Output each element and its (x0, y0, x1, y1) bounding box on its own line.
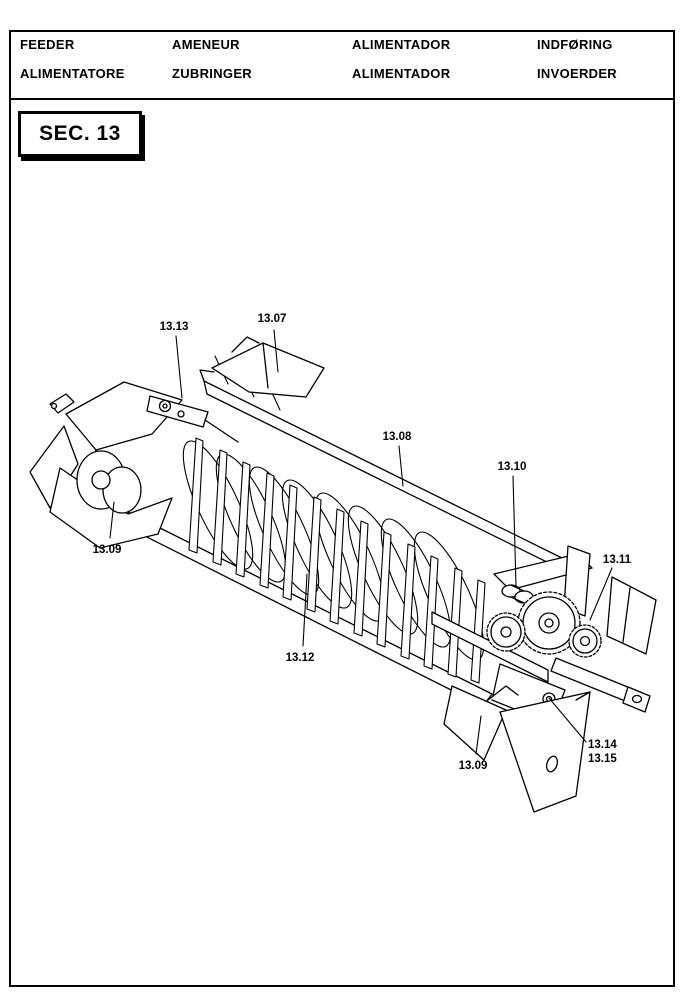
header-label-ameneur: AMENEUR (172, 37, 240, 52)
bottom-deflector (443, 685, 591, 813)
callout-13-09-bottom: 13.09 (459, 760, 488, 772)
callout-13-14: 13.14 (588, 739, 617, 751)
header-row-1: FEEDER AMENEUR ALIMENTADOR INDFØRING (20, 37, 664, 52)
top-deflector (211, 336, 325, 398)
callout-13-12: 13.12 (286, 652, 315, 664)
callout-leader-lines (109, 329, 613, 755)
callout-13-15: 13.15 (588, 753, 617, 765)
right-drive-assembly (431, 545, 657, 725)
pivot-bracket (146, 395, 239, 443)
section-label: SEC. 13 (39, 122, 121, 145)
header-row-2: ALIMENTATORE ZUBRINGER ALIMENTADOR INVOE… (20, 66, 664, 81)
section-badge: SEC. 13 (18, 111, 142, 157)
tine-blades (188, 437, 486, 684)
callout-13-13: 13.13 (160, 321, 189, 333)
callout-13-07: 13.07 (258, 313, 287, 325)
callout-13-10: 13.10 (498, 461, 527, 473)
callout-labels: 13.13 13.07 13.08 13.10 13.09 13.11 13.1… (93, 313, 632, 772)
callout-13-11: 13.11 (603, 554, 632, 566)
callout-13-09-left: 13.09 (93, 544, 122, 556)
header-label-alimentador-2: ALIMENTADOR (352, 66, 451, 81)
header-label-feeder: FEEDER (20, 37, 75, 52)
header-label-alimentatore: ALIMENTATORE (20, 66, 125, 81)
callout-13-08: 13.08 (383, 431, 412, 443)
page-border (9, 30, 675, 987)
header-label-indforing: INDFØRING (537, 37, 613, 52)
header-divider (9, 98, 675, 100)
header-label-alimentador-1: ALIMENTADOR (352, 37, 451, 52)
header-label-invoerder: INVOERDER (537, 66, 617, 81)
header-label-zubringer: ZUBRINGER (172, 66, 252, 81)
